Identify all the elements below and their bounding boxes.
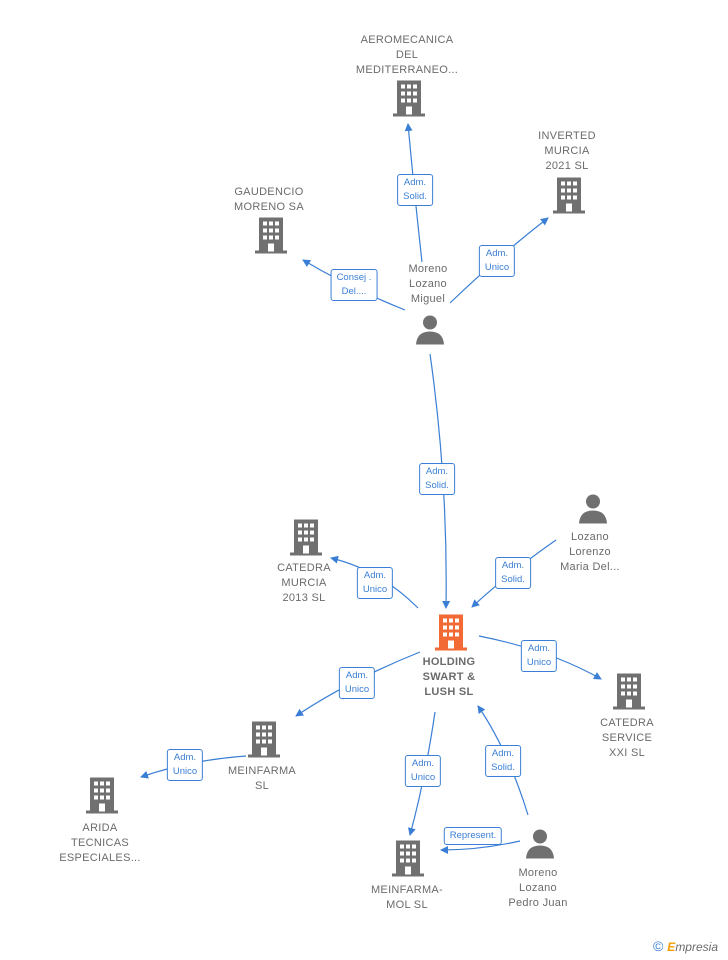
relation-label[interactable]: Consej . Del....: [330, 269, 378, 301]
person-icon[interactable]: [578, 494, 608, 529]
relation-label[interactable]: Represent.: [443, 827, 503, 845]
node-label-inverted[interactable]: INVERTED MURCIA 2021 SL: [538, 130, 596, 172]
brand-watermark: ©Empresia: [653, 938, 718, 954]
node-label-catedraxxi[interactable]: CATEDRA SERVICE XXI SL: [600, 717, 654, 759]
building-icon[interactable]: [553, 177, 585, 219]
relation-label[interactable]: Adm. Unico: [166, 749, 204, 781]
building-icon[interactable]: [392, 840, 424, 882]
relation-label[interactable]: Adm. Solid.: [419, 463, 455, 495]
edge-pedro-meinfarmamol: [440, 840, 521, 854]
building-icon[interactable]: [255, 217, 287, 259]
building-icon[interactable]: [86, 777, 118, 819]
node-label-moreno-pedro[interactable]: Moreno Lozano Pedro Juan: [508, 867, 568, 909]
node-label-gaudencio[interactable]: GAUDENCIO MORENO SA: [234, 186, 304, 213]
building-icon[interactable]: [248, 721, 280, 763]
node-label-arida[interactable]: ARIDA TECNICAS ESPECIALES...: [59, 822, 141, 864]
node-label-meinfarmamol[interactable]: MEINFARMA- MOL SL: [370, 884, 444, 911]
relation-label[interactable]: Adm. Solid.: [485, 745, 521, 777]
building-icon[interactable]: [393, 80, 425, 122]
node-label-moreno-miguel[interactable]: Moreno Lozano Miguel: [408, 263, 448, 305]
relation-label[interactable]: Adm. Unico: [338, 667, 376, 699]
center-building-icon[interactable]: [435, 614, 467, 656]
relation-label[interactable]: Adm. Unico: [404, 755, 442, 787]
building-icon[interactable]: [290, 519, 322, 561]
node-label-lozano-maria[interactable]: Lozano Lorenzo Maria Del...: [560, 531, 620, 573]
node-label-meinfarma[interactable]: MEINFARMA SL: [227, 765, 297, 792]
person-icon[interactable]: [525, 829, 555, 864]
building-icon[interactable]: [613, 673, 645, 715]
brand-name: mpresia: [675, 940, 718, 954]
relation-label[interactable]: Adm. Unico: [478, 245, 516, 277]
relation-label[interactable]: Adm. Solid.: [495, 557, 531, 589]
person-icon[interactable]: [415, 315, 445, 350]
node-label-catedra2013[interactable]: CATEDRA MURCIA 2013 SL: [277, 562, 331, 604]
node-label-aeromecanica[interactable]: AEROMECANICA DEL MEDITERRANEO...: [355, 34, 459, 76]
brand-initial: E: [667, 940, 676, 954]
relation-label[interactable]: Adm. Unico: [520, 640, 558, 672]
relation-label[interactable]: Adm. Solid.: [397, 174, 433, 206]
relation-label[interactable]: Adm. Unico: [356, 567, 394, 599]
copyright-icon: ©: [652, 938, 664, 954]
node-label-holding[interactable]: HOLDING SWART & LUSH SL: [422, 656, 476, 698]
